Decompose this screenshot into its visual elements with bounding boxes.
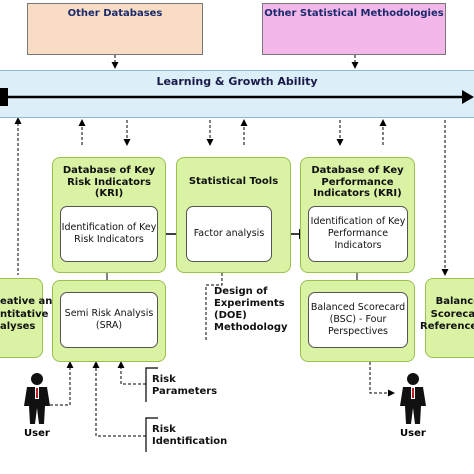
factor-analysis-box: Factor analysis: [186, 206, 272, 262]
statistical-tools-title: Statistical Tools: [188, 176, 279, 187]
qualitative-quantitative-label: eative and ntitative alyses: [0, 296, 60, 334]
doe-line2: Experiments: [214, 298, 285, 309]
user-icon-right: [400, 373, 426, 424]
bsc-box: Balanced Scorecard (BSC) - Four Perspect…: [308, 292, 408, 348]
sra-label: Semi Risk Analysis (SRA): [64, 308, 154, 331]
factor-analysis-label: Factor analysis: [193, 228, 265, 240]
balanced-scorecard-reference-group: [425, 278, 474, 358]
other-statistical-box: Other Statistical Methodologies: [262, 3, 446, 55]
risk-params-line2: Parameters: [152, 386, 218, 397]
user-label-left: User: [24, 428, 50, 439]
doe-line4: Methodology: [214, 322, 288, 333]
other-databases-box: Other Databases: [27, 3, 203, 55]
doe-line3: (DOE): [214, 310, 247, 321]
risk-params-line1: Risk: [152, 374, 176, 385]
user-icon-left: [24, 373, 50, 424]
side-left-line1: eative and: [0, 296, 60, 307]
side-left-line2: ntitative: [0, 308, 49, 320]
doe-line1: Design of: [214, 286, 268, 297]
learning-growth-banner: Learning & Growth Ability: [0, 70, 474, 118]
risk-parameters-label: Risk Parameters: [152, 374, 232, 398]
side-left-line3: alyses: [0, 321, 36, 332]
risk-identification-label: Risk Identification: [152, 424, 242, 448]
balanced-scorecard-reference-label: Balance Scorecar Reference M: [420, 296, 474, 334]
kri-identification-box: Identification of Key Risk Indicators: [60, 206, 158, 262]
kri-database-title: Database of Key Risk Indicators (KRI): [62, 165, 156, 199]
learning-growth-title: Learning & Growth Ability: [156, 75, 318, 88]
side-right-line1: Balance: [435, 296, 474, 307]
bsc-label: Balanced Scorecard (BSC) - Four Perspect…: [310, 302, 406, 337]
side-right-line3: Reference M: [420, 321, 474, 332]
risk-ident-line2: Identification: [152, 436, 228, 447]
risk-ident-line1: Risk: [152, 424, 176, 435]
sra-box: Semi Risk Analysis (SRA): [60, 292, 158, 348]
kri-identification-label: Identification of Key Risk Indicators: [61, 222, 157, 245]
user-label-right: User: [400, 428, 426, 439]
kpi-database-title: Database of Key Performance Indicators (…: [311, 165, 404, 199]
other-statistical-label: Other Statistical Methodologies: [264, 8, 444, 19]
kpi-identification-box: Identification of Key Performance Indica…: [308, 206, 408, 262]
doe-methodology-label: Design of Experiments (DOE) Methodology: [214, 286, 294, 334]
kpi-identification-label: Identification of Key Performance Indica…: [310, 216, 406, 251]
side-right-line2: Scorecar: [430, 308, 474, 320]
qualitative-quantitative-group: [0, 278, 43, 358]
other-databases-label: Other Databases: [67, 8, 163, 19]
